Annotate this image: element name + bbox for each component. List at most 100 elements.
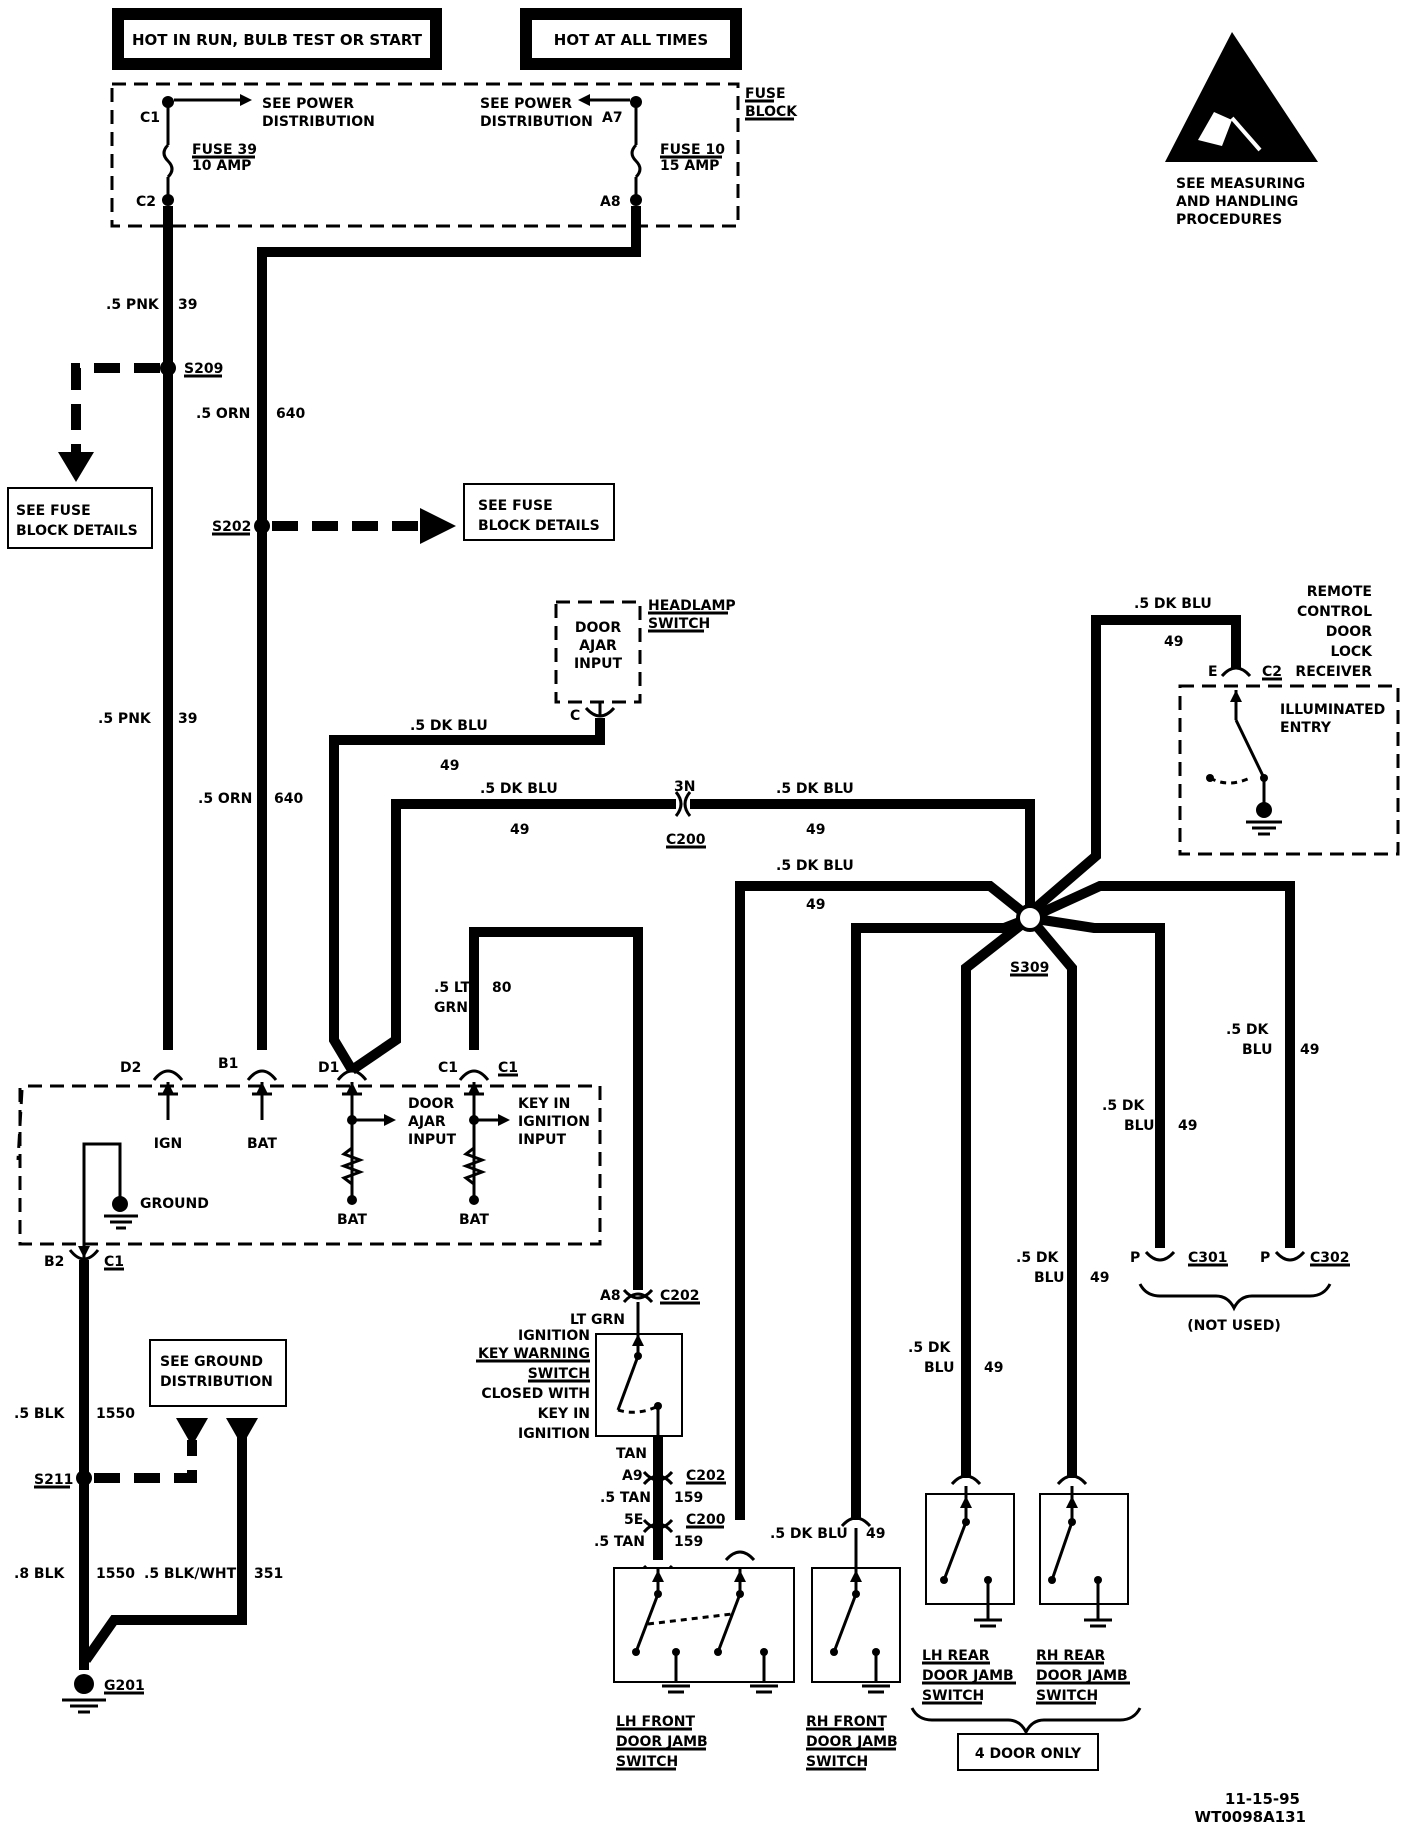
ign-sw-line5: KEY IN (538, 1406, 590, 1422)
fuse-block-title2: BLOCK (745, 104, 798, 120)
splice-s202 (254, 518, 270, 534)
esd-line3: PROCEDURES (1176, 212, 1282, 228)
wire-dkblu3-num: 49 (806, 822, 825, 838)
conn-5e: 5E (624, 1512, 643, 1528)
see-power-right1: SEE POWER (480, 96, 572, 112)
fuse-c2-label: C2 (136, 194, 156, 210)
wire-dkblu-rhfront (851, 913, 1032, 1520)
conn-c1b: C1 (498, 1060, 518, 1076)
receiver-pin-c2: C2 (1262, 664, 1282, 680)
see-power-left2: DISTRIBUTION (262, 114, 375, 130)
headlamp-switch-box (554, 600, 642, 704)
conn-c302: C302 (1310, 1250, 1350, 1266)
wire-dkblu5-num: 49 (806, 897, 825, 913)
fuse-c1-label: C1 (140, 110, 160, 126)
fuse39-label1: FUSE 39 (192, 142, 257, 158)
wire-dkblu5-label: .5 DK BLU (776, 858, 854, 874)
wire-blkwht-label: .5 BLK/WHT (144, 1566, 237, 1582)
footer-code: WT0098A131 (1195, 1808, 1306, 1826)
wire-rhfront-label: .5 DK BLU (770, 1526, 848, 1542)
wire-rhfront-num: 49 (866, 1526, 885, 1542)
splice-s202-label: S202 (212, 519, 251, 535)
fuse-a8-label: A8 (600, 194, 621, 210)
splice-s309 (1016, 904, 1044, 932)
wire-tan-b: .5 TAN (600, 1490, 651, 1506)
wire-c301-label2: BLU (1124, 1118, 1154, 1134)
wire-dkblu4-num: 49 (1164, 634, 1183, 650)
wire-pnk-num-a: 39 (178, 297, 197, 313)
splice-s211-label: S211 (34, 1472, 73, 1488)
wire-tan-a: TAN (616, 1446, 647, 1462)
module-bat3: BAT (459, 1212, 489, 1228)
lhf-line3: SWITCH (616, 1754, 678, 1770)
wire-dkblu-headlamp (329, 718, 605, 1073)
rhf-line3: SWITCH (806, 1754, 868, 1770)
receiver-title1: REMOTE (1307, 584, 1372, 600)
conn-c202-b: C202 (686, 1468, 726, 1484)
receiver-title2: CONTROL (1297, 604, 1372, 620)
ign-sw-line4: CLOSED WITH (481, 1386, 590, 1402)
conn-d1: D1 (318, 1060, 339, 1076)
wire-c302-label2: BLU (1242, 1042, 1272, 1058)
wire-ltgrn-num: 80 (492, 980, 512, 996)
rhr-line3: SWITCH (1036, 1688, 1098, 1704)
ign-sw-line2: KEY WARNING (478, 1346, 590, 1362)
splice-s309-label: S309 (1010, 960, 1049, 976)
receiver-inner1: ILLUMINATED (1280, 702, 1385, 718)
headlamp-pin-c: C (570, 708, 580, 724)
fuse10-label1: FUSE 10 (660, 142, 725, 158)
wire-dkblu-c200 (349, 799, 676, 1075)
lhr-line2: DOOR JAMB (922, 1668, 1014, 1684)
wire-c301-label1: .5 DK (1102, 1098, 1146, 1114)
wire-pnk-num-b: 39 (178, 711, 197, 727)
ground-dist1: SEE GROUND (160, 1354, 263, 1370)
esd-warning-icon (1165, 32, 1318, 162)
fuse-block-outline (110, 82, 740, 228)
wire-orn-num-b: 640 (274, 791, 303, 807)
wire-ltgrn-label1: .5 LT (434, 980, 471, 996)
fuse-block-title1: FUSE (745, 86, 786, 102)
wire-dkblu-c302 (1027, 881, 1295, 1248)
four-door-only: 4 DOOR ONLY (975, 1746, 1082, 1762)
lhr-line3: SWITCH (922, 1688, 984, 1704)
rh-rear-door-jamb-switch (1039, 1493, 1129, 1605)
module-bat2: BAT (337, 1212, 367, 1228)
module-door1: DOOR (408, 1096, 454, 1112)
splice-s211 (76, 1470, 92, 1486)
wire-lhrear-num: 49 (984, 1360, 1003, 1376)
ground-g201-label: G201 (104, 1678, 145, 1694)
fuse10-label2: 15 AMP (660, 158, 719, 174)
wire-dkblu-rhrear (1026, 914, 1077, 1478)
wire-dkblu-lhfront (735, 881, 1034, 1520)
conn-d2: D2 (120, 1060, 141, 1076)
receiver-title3: DOOR (1326, 624, 1372, 640)
fuse39-label2: 10 AMP (192, 158, 251, 174)
wire-dkblu1-num: 49 (440, 758, 459, 774)
lh-rear-door-jamb-switch (925, 1493, 1015, 1605)
receiver-pin-e: E (1208, 664, 1218, 680)
module-box (18, 1084, 602, 1246)
receiver-inner2: ENTRY (1280, 720, 1332, 736)
c200-label: C200 (666, 832, 706, 848)
wire-blk-b-label: .8 BLK (14, 1566, 66, 1582)
lhf-line2: DOOR JAMB (616, 1734, 708, 1750)
headlamp-inner2: AJAR (579, 638, 617, 654)
ign-sw-line3: SWITCH (528, 1366, 590, 1382)
module-key2: IGNITION (518, 1114, 590, 1130)
module-door2: AJAR (408, 1114, 446, 1130)
ign-sw-line1: IGNITION (518, 1328, 590, 1344)
four-door-only-box (957, 1733, 1099, 1771)
receiver-title5: RECEIVER (1295, 664, 1372, 680)
wire-tan-c: .5 TAN (594, 1534, 645, 1550)
module-ground: GROUND (140, 1196, 209, 1212)
see-power-right2: DISTRIBUTION (480, 114, 593, 130)
wire-rhrear-num: 49 (1090, 1270, 1109, 1286)
wire-c301-num: 49 (1178, 1118, 1197, 1134)
c200-pin-label: 3N (674, 779, 695, 795)
see-power-left1: SEE POWER (262, 96, 354, 112)
lh-front-door-jamb-switch (613, 1567, 795, 1683)
ign-sw-line6: IGNITION (518, 1426, 590, 1442)
wire-pnk-label-b: .5 PNK (98, 711, 152, 727)
rhr-line2: DOOR JAMB (1036, 1668, 1128, 1684)
